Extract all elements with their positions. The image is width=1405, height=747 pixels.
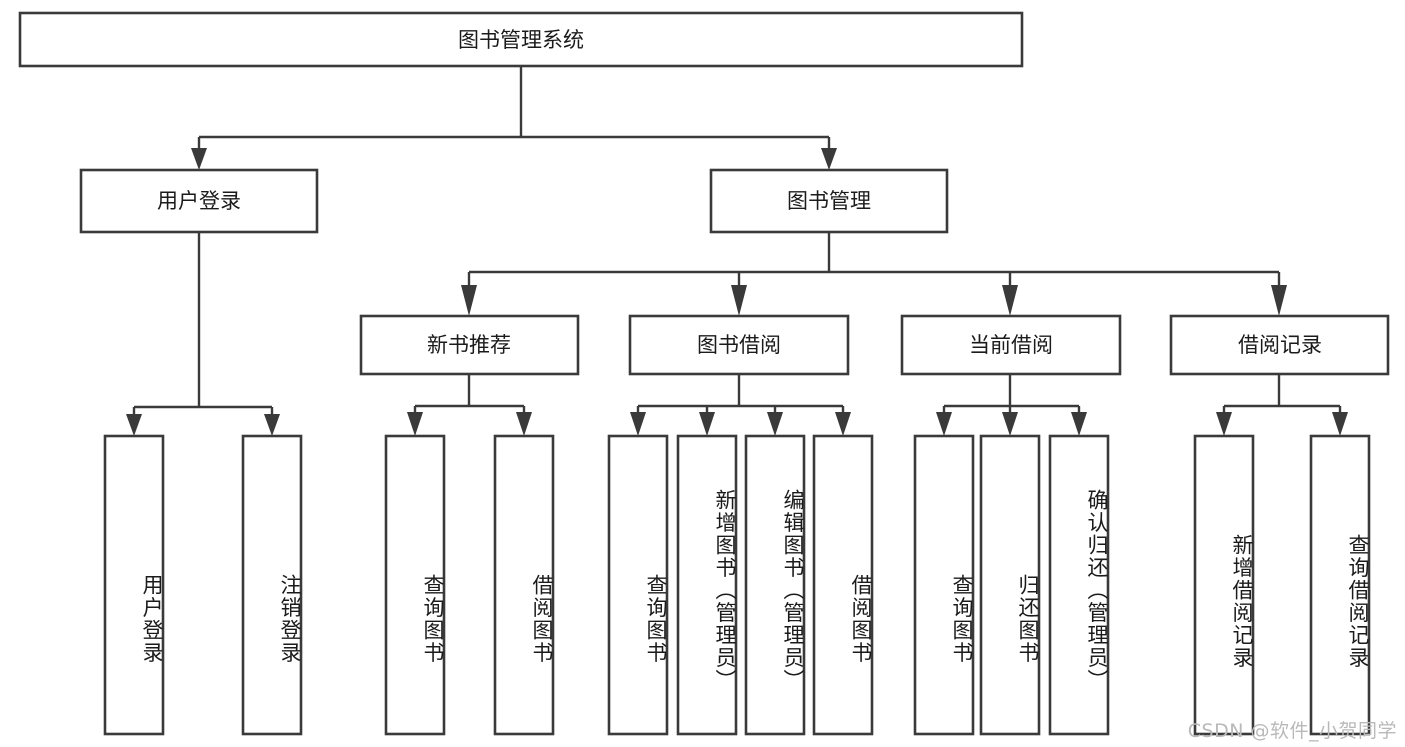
arrowhead-leaf-logout	[264, 414, 280, 436]
node-new-book-recommend[interactable]: 新书推荐	[359, 314, 580, 376]
connector-group-current-borrow	[936, 374, 1087, 436]
arrowhead-bb-leaf-4	[835, 412, 851, 436]
node-book-borrow[interactable]: 图书借阅	[628, 314, 850, 376]
node-book-management-box[interactable]	[709, 168, 949, 234]
node-root-label: 图书管理系统	[458, 28, 584, 52]
node-new-book-recommend-box[interactable]	[359, 314, 580, 376]
leaf-box-cb-confirm-return[interactable]	[1048, 434, 1110, 736]
leaf-box-nb-borrow-book[interactable]	[493, 434, 555, 736]
arrowhead-book-borrow	[731, 285, 747, 316]
connector-group-borrow-record	[1216, 374, 1348, 436]
connector-group-book-borrow	[630, 374, 851, 436]
node-root[interactable]: 图书管理系统	[18, 11, 1024, 68]
leaf-box-bb-edit-book[interactable]	[744, 434, 806, 736]
leaf-box-nb-query-book[interactable]	[384, 434, 446, 736]
arrowhead-new-book	[461, 285, 477, 316]
node-book-management[interactable]: 图书管理	[709, 168, 949, 234]
node-root-box[interactable]	[18, 11, 1024, 68]
arrowhead-current-borrow	[1002, 285, 1018, 316]
leaf-box-logout[interactable]	[241, 434, 303, 736]
connector-group-book-mgmt	[461, 232, 1287, 316]
node-borrow-record-label: 借阅记录	[1238, 333, 1322, 357]
arrowhead-nb-leaf-2	[516, 412, 532, 436]
arrowhead-br-leaf-2	[1332, 412, 1348, 436]
leaf-box-bb-query-book[interactable]	[607, 434, 669, 736]
arrowhead-book-mgmt	[821, 148, 837, 170]
node-book-management-label: 图书管理	[787, 189, 871, 213]
leaf-boxes	[103, 434, 1371, 736]
node-current-borrow-label: 当前借阅	[969, 333, 1053, 357]
connector-group-new-book	[407, 374, 532, 436]
arrowhead-cb-leaf-1	[936, 412, 952, 436]
node-new-book-recommend-label: 新书推荐	[427, 333, 511, 357]
leaf-box-br-query-record[interactable]	[1309, 434, 1371, 736]
leaf-box-cb-return-book[interactable]	[979, 434, 1041, 736]
arrowhead-nb-leaf-1	[407, 412, 423, 436]
arrowhead-bb-leaf-3	[767, 412, 783, 436]
node-borrow-record[interactable]: 借阅记录	[1169, 314, 1390, 376]
leaf-box-bb-add-book[interactable]	[676, 434, 738, 736]
leaf-box-br-add-record[interactable]	[1193, 434, 1255, 736]
node-current-borrow[interactable]: 当前借阅	[900, 314, 1122, 376]
connector-group-user-login	[126, 232, 280, 436]
node-book-borrow-label: 图书借阅	[697, 333, 781, 357]
arrowhead-bb-leaf-1	[630, 412, 646, 436]
watermark-text: CSDN @软件_小贺同学	[1187, 720, 1397, 742]
node-user-login-box[interactable]	[79, 168, 319, 234]
node-current-borrow-box[interactable]	[900, 314, 1122, 376]
arrowhead-bb-leaf-2	[699, 412, 715, 436]
node-user-login-label: 用户登录	[157, 189, 241, 213]
node-book-borrow-box[interactable]	[628, 314, 850, 376]
leaf-box-cb-query-book[interactable]	[913, 434, 975, 736]
arrowhead-br-leaf-1	[1216, 412, 1232, 436]
leaf-box-user-login[interactable]	[103, 434, 165, 736]
arrowhead-borrow-record	[1271, 285, 1287, 316]
arrowhead-user-login	[191, 148, 207, 170]
connector-group-root	[191, 66, 837, 170]
leaf-box-bb-borrow-book[interactable]	[812, 434, 874, 736]
node-borrow-record-box[interactable]	[1169, 314, 1390, 376]
arrowhead-cb-leaf-3	[1071, 412, 1087, 436]
node-user-login[interactable]: 用户登录	[79, 168, 319, 234]
arrowhead-leaf-user-login	[126, 414, 142, 436]
arrowhead-cb-leaf-2	[1002, 412, 1018, 436]
